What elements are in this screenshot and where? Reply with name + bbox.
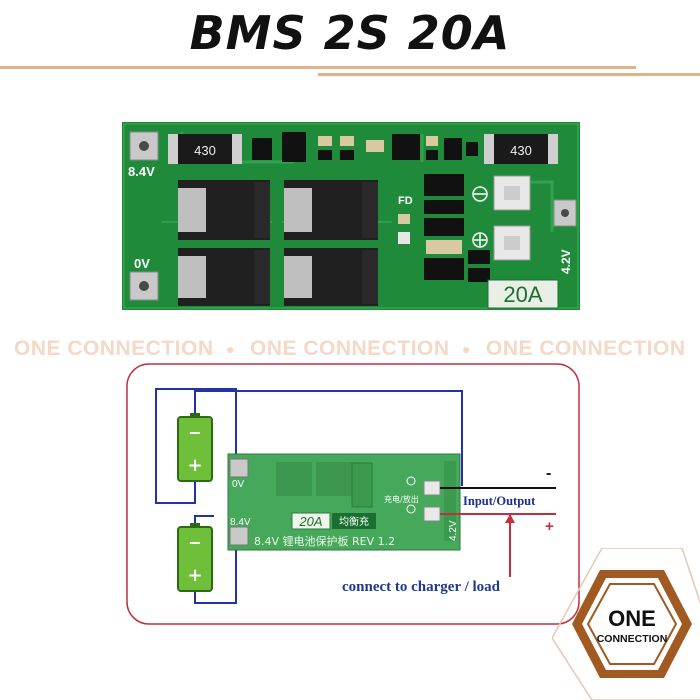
smd-components-top — [252, 132, 478, 162]
diagram-board-marking: 8.4V 锂电池保护板 REV 1.2 — [254, 534, 395, 548]
output-pad-negative — [493, 175, 531, 211]
logo-line-1: ONE — [608, 606, 656, 631]
minus-sign: - — [546, 465, 551, 482]
battery-cell-bottom: − + — [177, 523, 213, 592]
label-fd: FD — [398, 195, 413, 207]
svg-text:20A: 20A — [503, 282, 542, 307]
bms-board-diagram: 0V 8.4V 4.2V 充电/放出 20A 均衡充 8.4V 锂电池保护板 R… — [227, 453, 461, 551]
output-wiring — [440, 487, 556, 577]
diagram-label-8v4: 8.4V — [230, 517, 251, 528]
svg-text:430: 430 — [510, 143, 532, 158]
watermark-text-2: ONE CONNECTION — [250, 337, 450, 360]
watermark-text-3: ONE CONNECTION — [486, 337, 686, 360]
header-divider-lower — [318, 73, 700, 76]
watermark-text-1: ONE CONNECTION — [14, 337, 214, 360]
battery-cell-top: − + — [177, 413, 213, 482]
diagram-badge-cn: 均衡充 — [339, 515, 369, 528]
input-output-label: Input/Output — [463, 494, 536, 508]
svg-text:+: + — [187, 455, 202, 476]
shunt-resistor-left: 430 — [168, 134, 242, 164]
diagram-label-0v: 0V — [232, 479, 245, 490]
svg-text:430: 430 — [194, 143, 216, 158]
label-4v2: 4.2V — [559, 249, 573, 274]
pad-4v2 — [553, 199, 577, 227]
logo-line-2: CONNECTION — [597, 633, 668, 645]
diagram-rating-badge: 20A — [298, 514, 322, 529]
watermark-dot-1: ● — [226, 341, 234, 357]
diagram-label-4v2: 4.2V — [448, 520, 459, 541]
label-8v4: 8.4V — [128, 164, 155, 179]
smd-components-middle — [398, 174, 490, 282]
wiring-diagram: − + − + 0V 8.4V 4.2V 充电/放出 20A 均衡充 8.4V … — [126, 363, 580, 625]
page-title: BMS 2S 20A — [189, 6, 511, 60]
header-divider-upper — [0, 66, 636, 69]
pad-0v — [129, 271, 159, 301]
mosfet-array — [178, 180, 378, 306]
watermark-dot-2: ● — [462, 341, 470, 357]
svg-text:−: − — [188, 423, 201, 442]
bms-board-photo: 8.4V 0V 430 430 — [122, 122, 580, 310]
watermark-band: ONE CONNECTION ● ONE CONNECTION ● ONE CO… — [14, 337, 686, 360]
svg-text:+: + — [187, 565, 202, 586]
label-0v: 0V — [134, 256, 150, 271]
plus-sign: + — [545, 518, 554, 535]
one-connection-logo: ONE CONNECTION — [552, 548, 700, 700]
shunt-resistor-right: 430 — [484, 134, 558, 164]
charger-load-label: connect to charger / load — [342, 579, 501, 595]
rating-badge: 20A — [487, 279, 559, 309]
diagram-port-label-cn: 充电/放出 — [384, 494, 419, 504]
output-pad-positive — [493, 225, 531, 261]
pad-8v4 — [129, 131, 159, 161]
svg-text:−: − — [188, 533, 201, 552]
